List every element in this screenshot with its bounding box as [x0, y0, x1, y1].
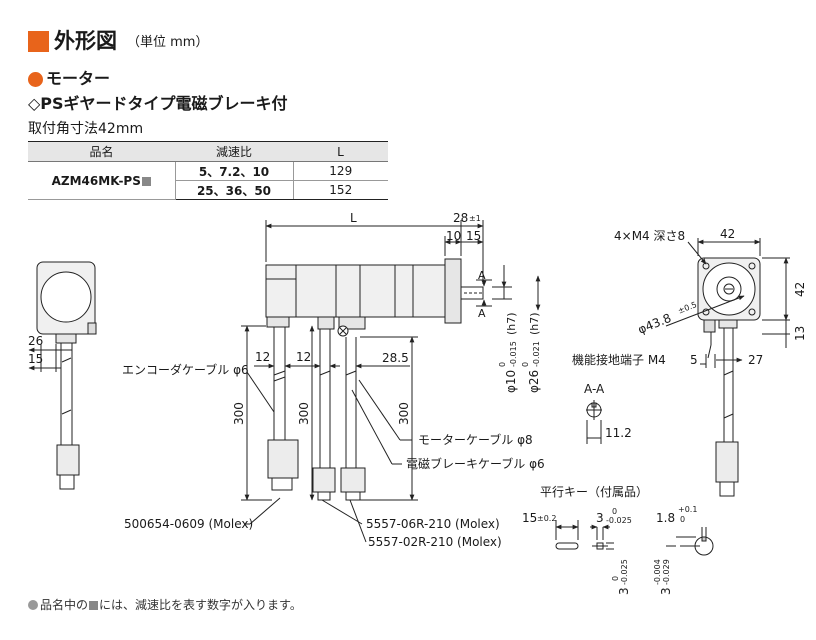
dim-300b: 300 [297, 402, 311, 425]
key-width: 3 [596, 511, 604, 525]
connector-motor: 5557-06R-210 (Molex) [366, 517, 500, 531]
unit-note: （単位 mm） [127, 35, 209, 50]
dim-12b: 12 [296, 350, 311, 364]
keyway-width: 3 [659, 587, 673, 595]
product-type: ◇PSギヤードタイプ電磁ブレーキ付 [28, 94, 288, 113]
orange-bullet-icon [28, 72, 43, 87]
motor-cable-label: モーターケーブル φ8 [418, 432, 533, 447]
model-name: AZM46MK-PS [51, 173, 141, 188]
pilot-diameter-label: φ26 0 -0.021 (h7) [521, 312, 541, 393]
encoder-cable-label: エンコーダケーブル φ6 [122, 362, 249, 377]
page-title: 外形図 [54, 29, 117, 53]
key-width-tol-lo: -0.025 [606, 516, 632, 525]
key-depth: 1.8 [656, 511, 675, 525]
dim-15: 15 [466, 229, 481, 243]
grey-bullet-icon [28, 600, 38, 610]
pilot-fit: (h7) [528, 312, 541, 335]
keyway-width-tol-lo: -0.029 [662, 559, 671, 585]
key-width-tol-hi: 0 [612, 507, 617, 516]
shaft-diameter-label: φ10 0 -0.015 (h7) [498, 312, 518, 393]
table-row: 25、36、50 152 [28, 180, 388, 200]
dim-26: 26 [28, 334, 43, 348]
section-name: モーター [46, 69, 111, 88]
dim-42-side: 42 [793, 282, 807, 297]
ground-terminal-label: 機能接地端子 M4 [572, 352, 666, 367]
col-ratio: 減速比 [175, 141, 293, 162]
parallel-key-title: 平行キー（付属品） [540, 485, 648, 499]
tapped-holes-label: 4×M4 深さ8 [614, 229, 685, 243]
table-row: AZM46MK-PS 5、7.2、10 129 [28, 161, 388, 200]
pilot-tol-hi: 0 [521, 362, 530, 367]
front-view [665, 238, 790, 497]
key-height-label: 3 0 -0.025 [611, 559, 631, 595]
model-cell: AZM46MK-PS [28, 161, 176, 200]
shaft-fit: (h7) [505, 312, 518, 335]
placeholder-box-icon [141, 176, 151, 186]
length-cell: 129 [293, 161, 388, 181]
pcd-tolerance: ±0.5 [677, 300, 698, 316]
placeholder-box-icon [89, 601, 99, 610]
dim-300a: 300 [232, 402, 246, 425]
keyway-width-label: 3 -0.004 -0.029 [653, 559, 673, 595]
spec-table-header: 品名 減速比 L [28, 141, 388, 162]
key-depth-tol-hi: +0.1 [678, 505, 697, 514]
dim-28-tol: ±1 [469, 214, 481, 223]
shaft-tol-lo: -0.015 [509, 341, 518, 367]
keyway-width-tol-hi: -0.004 [653, 559, 662, 585]
dim-L: L [350, 211, 357, 225]
section-aa-view [586, 400, 602, 444]
pcd-value: φ43.8 [636, 311, 673, 337]
pilot-dia: φ26 [527, 370, 541, 393]
section-aa-label: A-A [584, 382, 605, 396]
ratio-cell: 25、36、50 [175, 180, 294, 200]
key-height: 3 [617, 587, 631, 595]
length-cell: 152 [293, 180, 388, 200]
shaft-tol-hi: 0 [498, 362, 507, 367]
footnote: 品名中のには、減速比を表す数字が入ります。 [28, 597, 302, 613]
col-model: 品名 [28, 141, 175, 162]
dim-12a: 12 [255, 350, 270, 364]
key-height-tol-hi: 0 [611, 576, 620, 581]
ratio-cell: 5、7.2、10 [175, 161, 294, 181]
connector-brake: 5557-02R-210 (Molex) [368, 535, 502, 549]
section-mark-a-top: A [478, 269, 486, 282]
dim-15-left: 15 [28, 352, 43, 366]
pilot-tol-lo: -0.021 [532, 341, 541, 367]
dim-13: 13 [793, 326, 807, 341]
shaft-dia: φ10 [504, 370, 518, 393]
mount-size: 取付角寸法42mm [28, 121, 144, 137]
col-length: L [293, 141, 388, 162]
dim-11-2: 11.2 [605, 426, 632, 440]
dim-28-5: 28.5 [382, 351, 409, 365]
pcd-label: φ43.8 ±0.5 [636, 300, 698, 337]
dim-10: 10 [446, 229, 461, 243]
brake-cable-label: 電磁ブレーキケーブル φ6 [406, 456, 545, 471]
dim-28: 28 [453, 211, 468, 225]
dim-300c: 300 [397, 402, 411, 425]
section-mark-a-bottom: A [478, 307, 486, 320]
connector-encoder: 500654-0609 (Molex) [124, 517, 253, 531]
footnote-before: 品名中の [40, 598, 89, 612]
key-height-tol-lo: -0.025 [620, 559, 629, 585]
left-end-view [28, 261, 97, 490]
section-marker [28, 31, 49, 52]
dim-42-front: 42 [720, 227, 735, 241]
parallel-key-views [555, 520, 714, 556]
footnote-after: には、減速比を表す数字が入ります。 [99, 598, 302, 612]
spec-table: 品名 減速比 L AZM46MK-PS 5、7.2、10 129 25、36、5… [28, 141, 388, 200]
key-length-tol: ±0.2 [537, 514, 556, 523]
side-view [241, 220, 541, 543]
key-length: 15 [522, 511, 537, 525]
key-depth-tol-lo: 0 [680, 515, 685, 524]
dim-27: 27 [748, 353, 763, 367]
dim-5: 5 [690, 353, 698, 367]
